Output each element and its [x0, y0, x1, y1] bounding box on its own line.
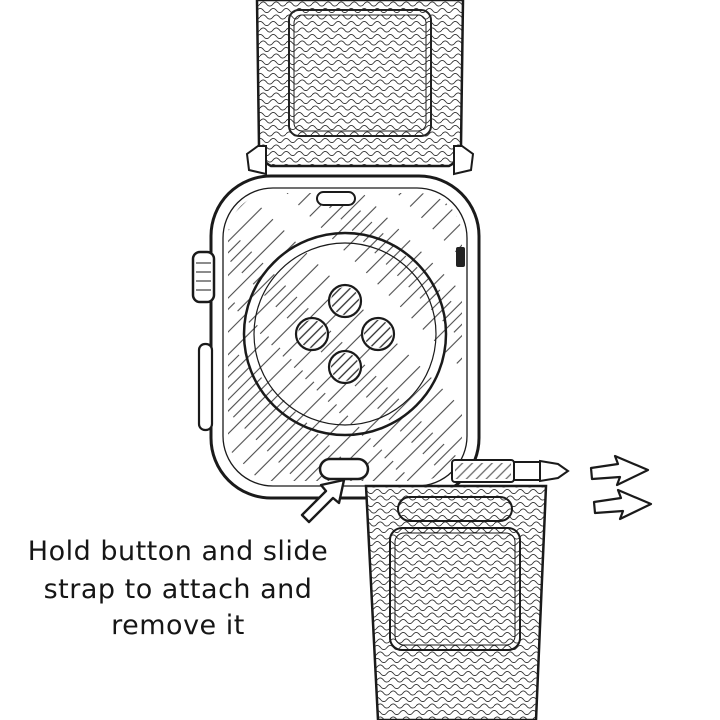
- sensor-dome-inner-ring: [253, 242, 437, 426]
- diagnostic-port: [456, 247, 465, 267]
- side-button: [197, 342, 214, 432]
- slide-arrow-top: [589, 454, 650, 487]
- top-strap-right-lug-ear: [453, 145, 475, 176]
- top-lug-slot: [316, 191, 356, 206]
- bottom-strap-stitched-panel-inner: [394, 532, 516, 646]
- caption-line-3: remove it: [111, 610, 245, 641]
- digital-crown: [191, 250, 216, 304]
- slide-direction-arrows-icon: [589, 454, 653, 521]
- adapter-slider: [513, 461, 541, 481]
- top-strap-stitched-panel: [288, 9, 432, 137]
- watch-case-inner-edge: [222, 187, 468, 487]
- sensor-lens-bottom: [327, 349, 363, 385]
- slide-arrow-bottom: [592, 488, 653, 521]
- sensor-dome-outer-ring: [242, 231, 448, 437]
- sensor-lens-right: [360, 316, 396, 352]
- watch-body: [191, 174, 481, 500]
- bottom-strap-sleeve: [397, 496, 513, 522]
- caption-line-1: Hold button and slide: [28, 536, 328, 567]
- sensor-lens-top: [327, 283, 363, 319]
- watch-back-hatching: [228, 193, 462, 481]
- top-strap: [245, 0, 475, 176]
- caption-text: Hold button and slide strap to attach an…: [28, 536, 328, 641]
- bottom-strap-weave-texture: [364, 484, 548, 720]
- strap-adapter: [451, 459, 570, 483]
- bottom-strap-stitched-panel: [389, 527, 521, 651]
- top-strap-weave-texture: [255, 0, 465, 168]
- top-strap-stitched-panel-inner: [293, 14, 427, 132]
- strap-release-button: [318, 457, 370, 481]
- pointer-arrow-icon: [300, 478, 346, 524]
- adapter-bar-hatching: [455, 463, 511, 479]
- sensor-array: [242, 231, 448, 437]
- top-strap-left-lug-ear: [245, 145, 267, 176]
- adapter-tip: [539, 459, 570, 483]
- sensor-lens-left: [294, 316, 330, 352]
- caption-line-2: strap to attach and: [44, 574, 313, 605]
- bottom-strap: [364, 484, 548, 720]
